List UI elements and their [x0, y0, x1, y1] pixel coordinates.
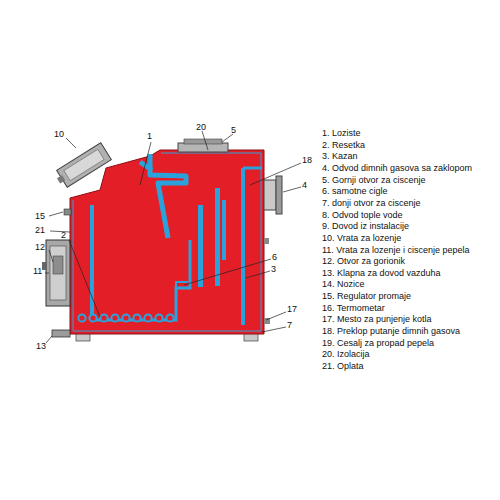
grate-bar: [122, 314, 129, 321]
legend-entry: 11. Vrata za lozenje i ciscenje pepela: [322, 245, 470, 255]
firebox-wall: [96, 240, 190, 320]
callout-number: 15: [35, 211, 45, 221]
ash-door: [50, 246, 66, 300]
door-handle: [42, 262, 47, 270]
legend-entry: 5. Gornji otvor za ciscenje: [322, 175, 426, 185]
legend-entry: 10. Vrata za lozenje: [322, 233, 401, 243]
grate-bar: [100, 314, 107, 321]
legend-entry: 2. Resetka: [322, 140, 365, 150]
legend-entry: 20. Izolacija: [322, 349, 370, 359]
legend-entry: 3. Kazan: [322, 151, 358, 161]
flue-outlet: [276, 176, 282, 214]
grate-bar: [89, 314, 96, 321]
legend-entry: 14. Nozice: [322, 279, 365, 289]
grate-bar: [111, 314, 118, 321]
callout-number: 11: [33, 266, 42, 276]
callout-number: 20: [196, 122, 206, 132]
legend-entry: 8. Odvod tople vode: [322, 210, 403, 220]
baffle: [140, 162, 152, 170]
legend-entry: 19. Cesalj za propad pepela: [322, 338, 434, 348]
callout-number: 4: [302, 180, 307, 190]
flue-outlet: [264, 180, 276, 210]
fitting: [264, 238, 269, 244]
callout-number: 7: [287, 320, 292, 330]
legend-entry: 12. Otvor za gorionik: [322, 256, 405, 266]
water-wall: [241, 168, 245, 325]
callout-number: 18: [302, 155, 312, 165]
draft-regulator: [64, 209, 71, 215]
legend-entry: 15. Regulator promaje: [322, 291, 411, 301]
callout-number: 3: [271, 264, 276, 274]
air-flap: [52, 330, 70, 337]
legend-entry: 21. Oplata: [322, 361, 364, 371]
callout-number: 1: [147, 131, 152, 141]
grate: [78, 314, 173, 321]
legend-entry: 1. Loziste: [322, 128, 361, 138]
firebox-wall: [90, 205, 94, 316]
callout-number: 2: [61, 230, 66, 240]
flue-pipe: [215, 188, 220, 286]
boiler-body: [70, 150, 264, 334]
burner-opening: [53, 256, 63, 274]
loading-door: [53, 143, 111, 190]
callout-number: 17: [287, 304, 297, 314]
flue-pipe: [222, 200, 226, 260]
insulation: [73, 153, 261, 331]
callout-number: 6: [272, 252, 277, 262]
grate-bar: [144, 314, 151, 321]
water-wall: [243, 167, 262, 170]
callout-number: 10: [54, 129, 64, 139]
legend-entry: 17. Mesto za punjenje kotla: [322, 314, 432, 324]
legend-entry: 4. Odvod dimnih gasova sa zaklopom: [322, 163, 472, 173]
grate-bar: [155, 314, 162, 321]
callout-number: 21: [35, 225, 45, 235]
legend-entry: 7. donji otvor za ciscenje: [322, 198, 421, 208]
grate-bar: [78, 314, 85, 321]
baffle: [150, 154, 186, 238]
legend-entry: 16. Termometar: [322, 303, 385, 313]
cleaning-opening: [184, 139, 222, 144]
legend-entry: 18. Preklop putanje dimnih gasova: [322, 326, 460, 336]
grate-bar: [133, 314, 140, 321]
callout-number: 5: [231, 125, 236, 135]
legend-entry: 9. Dovod iz instalacije: [322, 221, 409, 231]
callout-number: 13: [36, 341, 46, 351]
ash-door: [46, 240, 70, 306]
callout-number: 12: [35, 242, 45, 252]
cleaning-opening: [178, 143, 228, 152]
firebrick: [176, 282, 188, 290]
leader-lines: [45, 131, 301, 343]
legend-entry: 13. Klapna za dovod vazduha: [322, 268, 441, 278]
legend-entry: 6. samotne cigle: [322, 186, 388, 196]
grate-bar: [166, 314, 173, 321]
flue-pipe: [198, 205, 203, 287]
